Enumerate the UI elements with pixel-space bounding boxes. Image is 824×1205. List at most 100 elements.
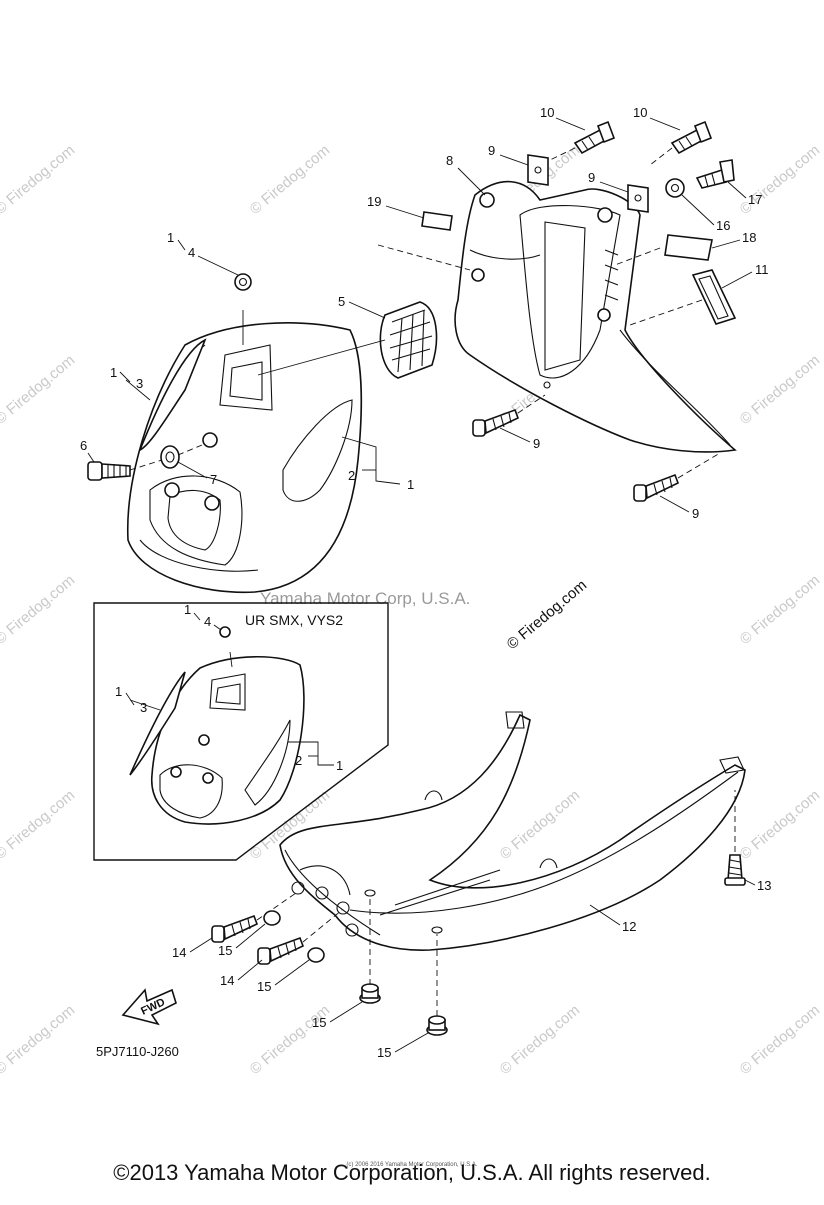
callout-9: 9 [533,436,540,451]
callout-18: 18 [742,230,756,245]
decal-side [282,399,353,502]
callout-3: 3 [136,376,143,391]
watermark: © Firedog.com [497,1002,583,1078]
washer-16 [665,178,685,198]
rubber-11 [691,269,737,325]
callout-9: 9 [588,170,595,185]
screw-14 [211,892,297,943]
callout-13: 13 [757,878,771,893]
washer-16-hole [670,183,680,193]
callout-6: 6 [80,438,87,453]
site-stamp: © Firedog.com [504,577,590,653]
screw-14 [257,909,343,965]
leader-line [257,339,386,376]
watermark: © Firedog.com [247,142,333,218]
callout-14: 14 [220,973,234,988]
washer-7 [160,445,180,469]
callout-1: 1 [336,758,343,773]
fwd-arrow-icon: FWD [121,988,177,1026]
leg-shield [454,180,737,453]
watermark: © Firedog.com [737,787,823,863]
callout-2: 2 [295,753,302,768]
front-cover-opening [149,475,243,566]
copyright-stamp: Yamaha Motor Corp, U.S.A. [260,589,470,608]
callout-1: 1 [110,365,117,380]
callout-4: 4 [188,245,195,260]
screw-6 [87,461,131,481]
front-cover-body [126,322,363,594]
callout-15: 15 [218,943,232,958]
watermark: © Firedog.com [0,142,78,218]
grommet-15 [426,934,448,1036]
screw-13 [724,790,746,886]
clip-9-hole [634,194,642,202]
callout-11: 11 [755,262,769,277]
leader-line [377,244,471,271]
screw-17 [695,159,735,189]
callout-5: 5 [338,294,345,309]
callout-1: 1 [407,477,414,492]
decal-3 [138,338,207,452]
watermark: © Firedog.com [0,572,78,648]
inset-title: UR SMX, VYS2 [245,612,343,628]
screw-9 [633,452,721,502]
front-cover [126,322,363,594]
callout-17: 17 [748,192,762,207]
callout-1: 1 [184,602,191,617]
callout-3: 3 [140,700,147,715]
watermark: © Firedog.com [0,787,78,863]
screw-9 [472,394,546,437]
inset-front-cover [129,626,305,825]
leader-line [629,299,703,326]
front-cover-lip [139,539,259,572]
callout-1: 1 [115,684,122,699]
clip-9 [527,154,549,186]
watermark: © Firedog.com [737,352,823,428]
watermark: © Firedog.com [0,352,78,428]
grommet-15 [263,910,281,926]
watermark: © Firedog.com [737,572,823,648]
callout-1: 1 [167,230,174,245]
watermark: © Firedog.com [247,1002,333,1078]
label-19 [421,211,453,231]
inset-frame [93,602,389,861]
callout-15: 15 [312,1015,326,1030]
leader-line [614,247,661,266]
callout-9: 9 [692,506,699,521]
emblem-recess-inner [229,361,263,401]
callout-8: 8 [446,153,453,168]
screw-10 [649,120,713,166]
callout-15: 15 [377,1045,391,1060]
leader-line [129,459,163,471]
mount-hole [202,432,218,448]
grommet-15 [307,947,325,963]
emblem-recess [219,344,273,411]
washer-7-hole [165,451,175,463]
callout-19: 19 [367,194,381,209]
label-18 [664,234,713,261]
mount-hole [164,482,180,498]
grille-5 [379,301,438,379]
callout-14: 14 [172,945,186,960]
grommet-15 [359,897,381,1004]
footer-fine-print: (c) 2006 2016 Yamaha Motor Corporation, … [346,1162,478,1168]
screw-10 [549,120,616,161]
mount-hole [204,495,220,511]
emblem-4 [234,273,252,291]
watermark: © Firedog.com [737,1002,823,1078]
emblem-4-center [238,277,248,287]
watermark: © Firedog.com [0,1002,78,1078]
diagram-code: 5PJ7110-J260 [96,1044,179,1059]
watermark: © Firedog.com [497,787,583,863]
callout-4: 4 [204,614,211,629]
callout-16: 16 [716,218,730,233]
footer-copyright: ©2013 Yamaha Motor Corporation, U.S.A. A… [113,1160,711,1185]
callout-2: 2 [348,468,355,483]
callout-9: 9 [488,143,495,158]
floor-panel-12 [279,711,746,951]
callout-10: 10 [633,105,647,120]
callout-7: 7 [210,472,217,487]
callouts: 1 2 1 3 1 4 5 6 7 8 9 9 9 9 10 10 [80,105,771,1060]
